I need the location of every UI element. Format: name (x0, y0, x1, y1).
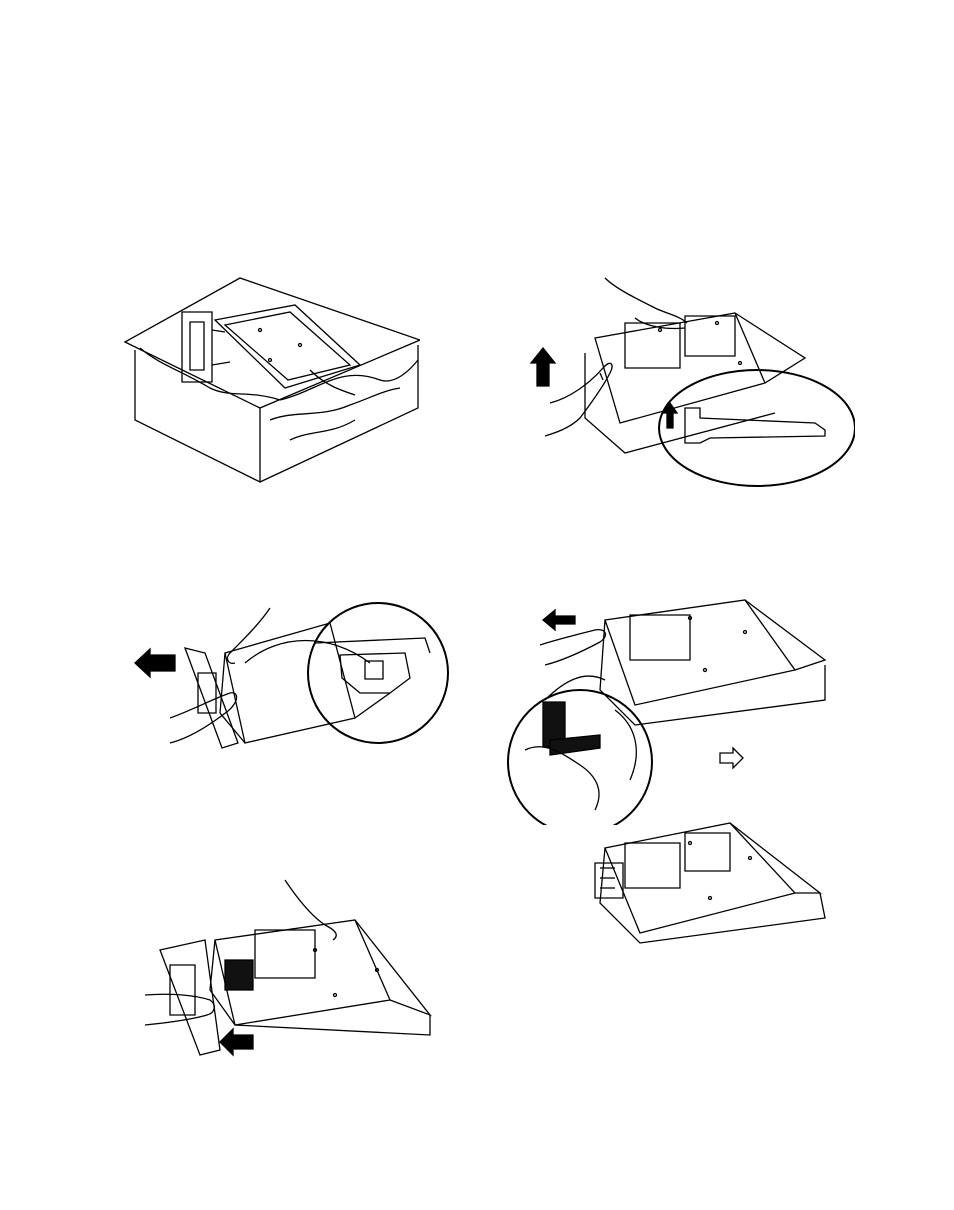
hand-icon (170, 608, 270, 743)
hand-icon (605, 278, 687, 329)
monitor-icon (595, 823, 825, 943)
hand-icon (545, 363, 612, 436)
figure-detach-stand (145, 875, 445, 1065)
magnify-circle-icon (508, 676, 652, 825)
stand-icon (160, 940, 220, 1055)
left-arrow-icon (220, 1029, 253, 1055)
left-arrow-icon (543, 610, 575, 630)
up-arrow-icon (531, 348, 555, 386)
magnify-circle-icon (659, 370, 855, 486)
left-arrow-icon (135, 649, 175, 677)
figure-lift-tab (525, 268, 855, 488)
figure-remove-stand (130, 593, 455, 768)
monitor-icon (600, 600, 825, 725)
magnify-circle-icon (245, 603, 448, 743)
next-arrow-icon (720, 748, 743, 768)
figure-monitor-detached (580, 808, 830, 960)
hand-icon (145, 880, 336, 1025)
monitor-icon (210, 920, 430, 1035)
figure-monitor-on-table (120, 270, 420, 485)
monitor-icon (182, 305, 360, 388)
hand-icon (540, 630, 605, 665)
figure-slide-stand (505, 590, 830, 825)
